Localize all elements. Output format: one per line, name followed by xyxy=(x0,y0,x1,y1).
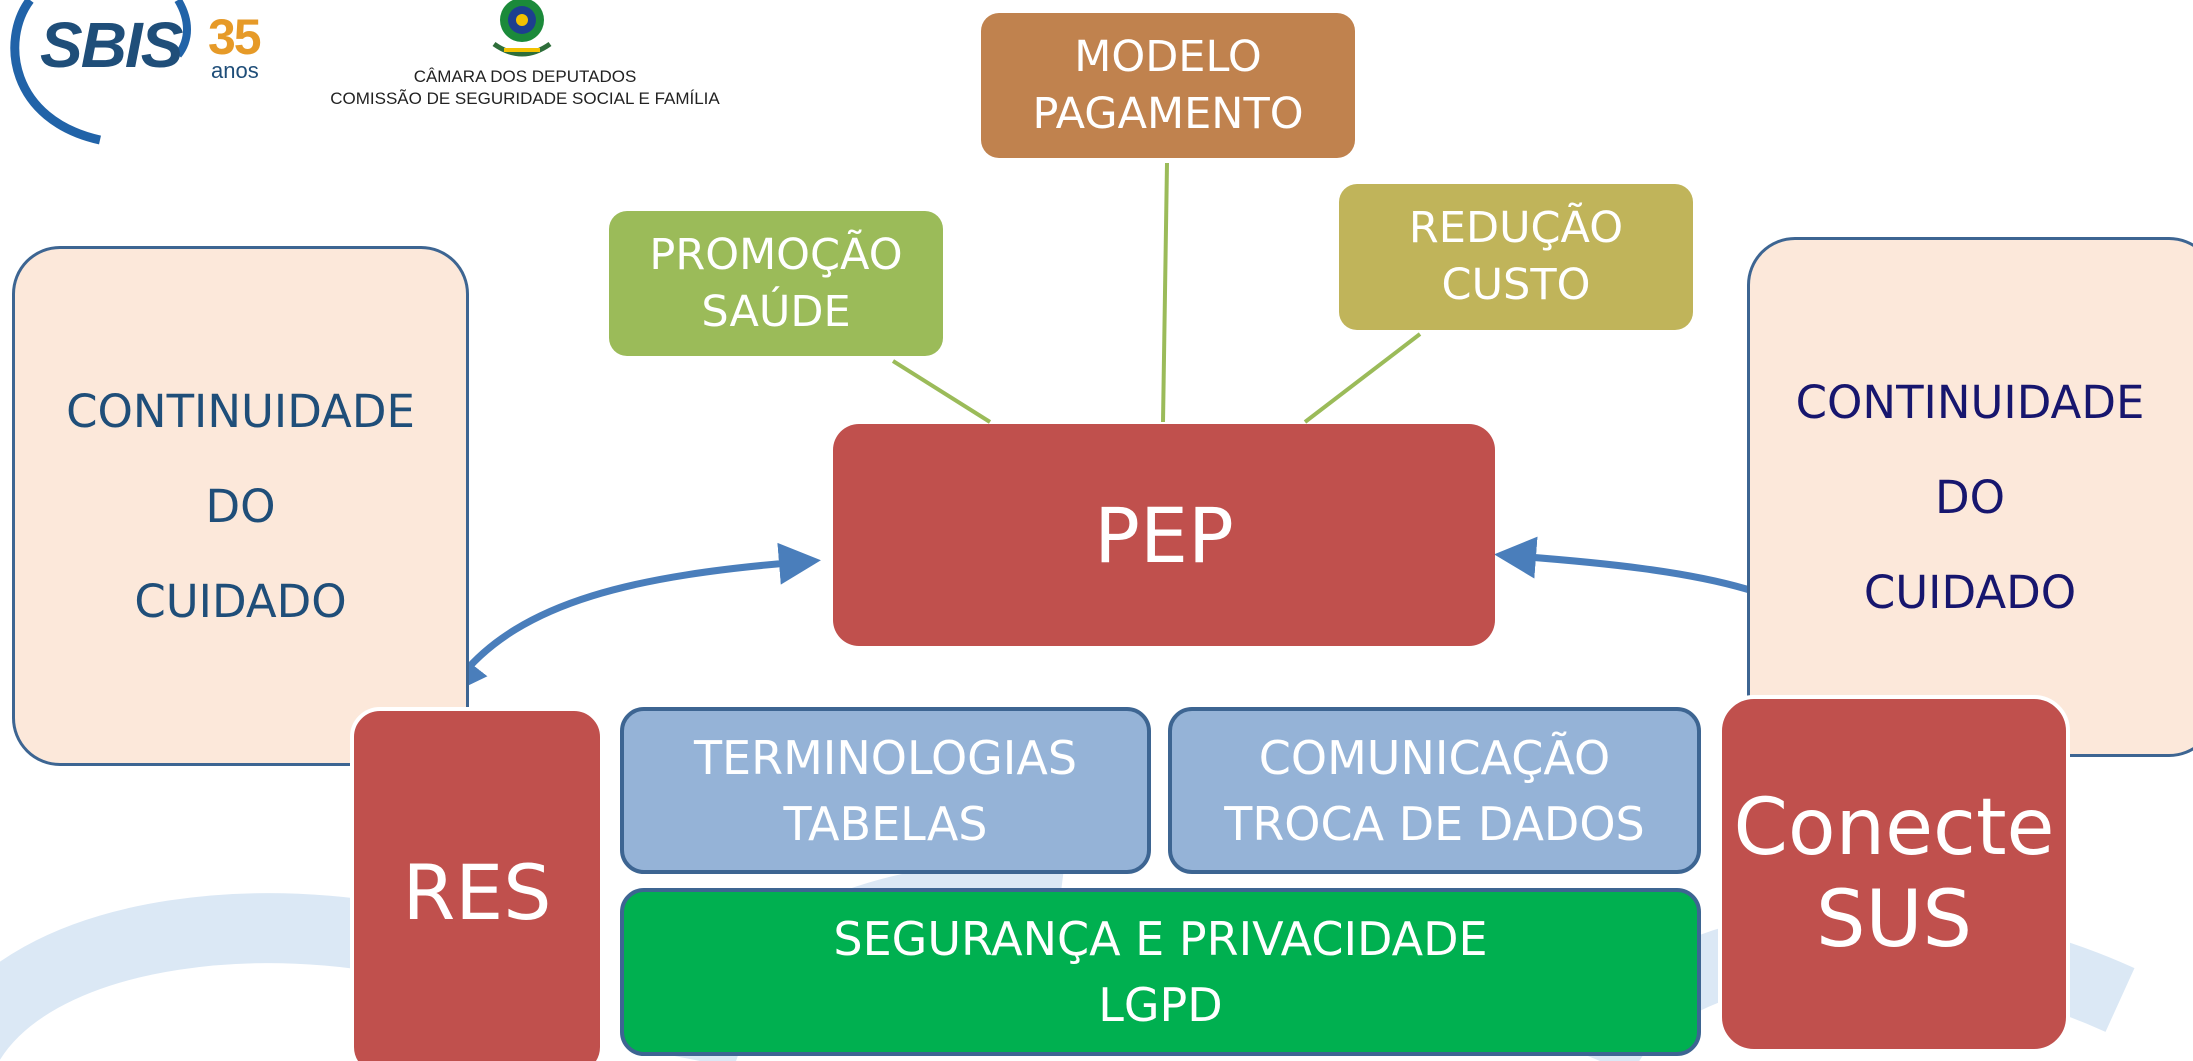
arrow-pep-res xyxy=(445,542,821,697)
promocao-saude-box: PROMOÇÃO SAÚDE xyxy=(609,211,943,356)
conecte-line2: SUS xyxy=(1815,875,1973,965)
cont-right-line1: CONTINUIDADE xyxy=(1795,375,2145,429)
cont-right-line2: DO xyxy=(1934,470,2006,524)
seguranca-line2: LGPD xyxy=(1098,978,1223,1032)
cont-left-line1: CONTINUIDADE xyxy=(66,384,415,438)
conecte-line1: Conecte xyxy=(1733,783,2055,873)
pep-label: PEP xyxy=(1094,490,1234,580)
cont-left-line3: CUIDADO xyxy=(134,574,347,628)
comunicacao-line2: TROCA DE DADOS xyxy=(1224,796,1645,851)
cont-left-line2: DO xyxy=(205,479,276,533)
res-label: RES xyxy=(402,847,552,937)
connector-reducao-pep xyxy=(1303,332,1422,424)
seguranca-line1: SEGURANÇA E PRIVACIDADE xyxy=(833,912,1488,966)
terminologias-box: TERMINOLOGIAS TABELAS xyxy=(620,707,1151,874)
camara-line2: COMISSÃO DE SEGURIDADE SOCIAL E FAMÍLIA xyxy=(330,89,720,108)
reducao-custo-box: REDUÇÃO CUSTO xyxy=(1339,184,1693,330)
sbis-years: 35 xyxy=(208,9,262,65)
connector-modelo-pep xyxy=(1161,162,1169,423)
conecte-sus-box: Conecte SUS xyxy=(1718,695,2070,1053)
sbis-name: SBIS xyxy=(40,9,183,81)
connectors xyxy=(891,162,1422,424)
continuidade-left-box: CONTINUIDADE DO CUIDADO xyxy=(12,246,469,766)
reducao-line1: REDUÇÃO xyxy=(1408,203,1624,253)
terminologias-line1: TERMINOLOGIAS xyxy=(693,730,1078,785)
sbis-arc-icon xyxy=(10,0,191,145)
sbis-logo: SBIS 35 anos xyxy=(0,0,290,150)
connector-promocao-pep xyxy=(891,359,992,424)
cont-right-line3: CUIDADO xyxy=(1863,565,2077,619)
seguranca-box: SEGURANÇA E PRIVACIDADE LGPD xyxy=(620,888,1701,1056)
camara-line1: CÂMARA DOS DEPUTADOS xyxy=(413,67,637,86)
terminologias-line2: TABELAS xyxy=(783,796,988,851)
coat-of-arms-icon xyxy=(482,0,562,60)
promocao-line2: SAÚDE xyxy=(701,286,851,337)
comunicacao-box: COMUNICAÇÃO TROCA DE DADOS xyxy=(1168,707,1701,874)
modelo-line1: MODELO xyxy=(1074,31,1262,82)
comunicacao-line1: COMUNICAÇÃO xyxy=(1258,730,1611,785)
promocao-line1: PROMOÇÃO xyxy=(649,229,903,280)
sbis-years-label: anos xyxy=(211,58,259,83)
pep-box: PEP xyxy=(833,424,1495,646)
modelo-line2: PAGAMENTO xyxy=(1032,88,1304,139)
continuidade-right-box: CONTINUIDADE DO CUIDADO xyxy=(1747,237,2193,757)
res-box: RES xyxy=(350,707,604,1061)
modelo-pagamento-box: MODELO PAGAMENTO xyxy=(981,13,1355,158)
reducao-line2: CUSTO xyxy=(1441,260,1591,310)
